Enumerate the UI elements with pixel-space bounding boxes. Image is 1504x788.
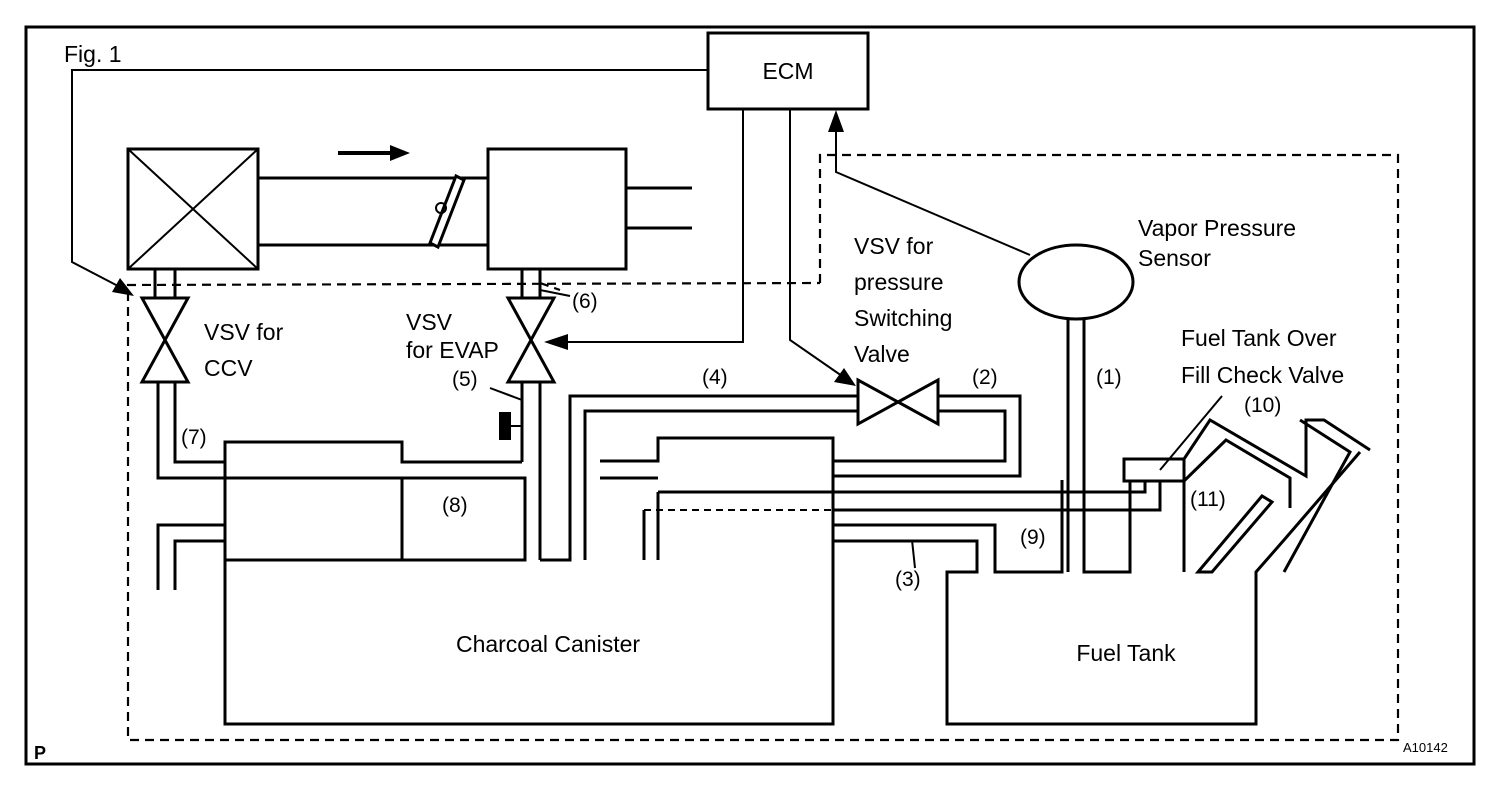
- charcoal-canister-body: [223, 451, 1362, 726]
- leader-5: [489, 387, 523, 401]
- filler-pipe-10: [1182, 417, 1371, 508]
- canister-upper-chamber: [600, 436, 835, 541]
- ecm-signal-line-ccv: [71, 69, 708, 287]
- flow-arrowhead: [390, 145, 410, 161]
- evap-hose-lower: [520, 382, 542, 560]
- vsv-ccv-label-2: CCV: [204, 355, 253, 381]
- check-valve-label-2: Fill Check Valve: [1181, 362, 1344, 388]
- callout-8: (8): [442, 494, 468, 517]
- callout-7: (7): [181, 426, 207, 449]
- ecm-signal-line-psv: [789, 109, 843, 377]
- corner-mark: P: [34, 743, 46, 763]
- callout-5: (5): [452, 368, 478, 391]
- sensor-signal-line: [835, 128, 1031, 256]
- vsv-psv-label-4: Valve: [854, 341, 910, 367]
- fuel-tank-label: Fuel Tank: [1076, 640, 1176, 666]
- ccv-hose-upper: [153, 269, 177, 298]
- sensor-arrowhead: [828, 110, 844, 132]
- vsv-ccv-valve-icon: [139, 296, 191, 384]
- dashed-boundary: [126, 153, 1400, 742]
- line-4-pipe: [540, 394, 858, 562]
- vsv-psv-label-2: pressure: [854, 269, 943, 295]
- intake-pipe: [258, 176, 488, 247]
- vsv-evap-label-2: for EVAP: [406, 337, 499, 363]
- figure-frame: [24, 25, 1476, 766]
- intake-runners: [626, 186, 692, 230]
- ecm-signal-line-evap: [560, 109, 744, 343]
- vsv-evap-label-1: VSV: [406, 309, 453, 335]
- throttle-valve-icon: [428, 173, 466, 250]
- intake-manifold-box: [486, 147, 628, 271]
- canister-left-wall: [223, 462, 527, 562]
- purge-line-7: [175, 440, 522, 464]
- dashed-link-evap: [539, 281, 561, 292]
- air-cleaner-cross: [127, 148, 259, 270]
- callout-2: (2): [972, 366, 998, 389]
- line-9-pipe: [658, 480, 1162, 512]
- check-valve-leader: [1159, 395, 1223, 471]
- callout-1: (1): [1096, 366, 1122, 389]
- canister-label: Charcoal Canister: [456, 631, 640, 657]
- vapor-sensor-label-2: Sensor: [1138, 245, 1211, 271]
- vsv-ccv-label-1: VSV for: [204, 319, 284, 345]
- signal-arrowhead-evap: [544, 334, 568, 350]
- line-3-pipe: [833, 480, 1064, 574]
- filler-pipe-11: [1282, 418, 1352, 573]
- vsv-evap-valve-icon: [505, 296, 557, 384]
- leader-6: [539, 289, 571, 297]
- callout-9: (9): [1020, 526, 1046, 549]
- throttle-shaft: [435, 202, 447, 214]
- check-valve-label-1: Fuel Tank Over: [1181, 325, 1337, 351]
- canister-inner-chamber: [642, 492, 660, 560]
- callout-3: (3): [895, 568, 921, 591]
- vsv-psv-label-1: VSV for: [854, 233, 934, 259]
- leader-3: [911, 539, 916, 569]
- callout-4: (4): [702, 366, 728, 389]
- figure-title: Fig. 1: [64, 41, 122, 67]
- signal-arrowhead-psv: [834, 368, 856, 386]
- vapor-sensor-label-1: Vapor Pressure: [1138, 215, 1296, 241]
- filler-neck: [1182, 481, 1275, 574]
- figure-code: A10142: [1403, 740, 1448, 755]
- check-valve-body: [1122, 457, 1186, 483]
- vsv-psv-valve-icon: [856, 377, 940, 427]
- callout-10: (10): [1244, 394, 1281, 417]
- callout-6: (6): [572, 290, 598, 313]
- ecm-label: ECM: [762, 58, 813, 84]
- signal-arrowhead-ccv: [112, 278, 134, 296]
- callout-11: (11): [1190, 488, 1226, 511]
- ccv-atmosphere-vent: [156, 523, 225, 590]
- line-2-pipe: [833, 394, 1022, 478]
- vsv-psv-label-3: Switching: [854, 305, 952, 331]
- vapor-pressure-sensor: [1017, 243, 1135, 321]
- sensor-tube-1: [1066, 319, 1132, 574]
- evap-damper: [499, 412, 511, 440]
